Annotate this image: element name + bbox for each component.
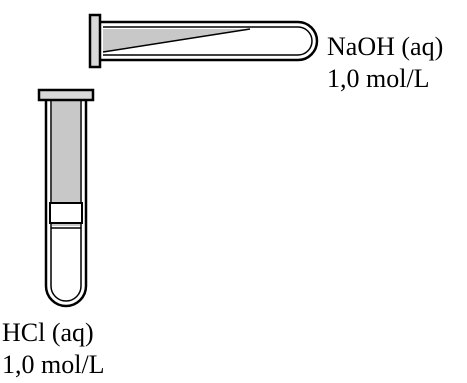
hcl-tube-rim	[37, 88, 95, 102]
naoh-tube-rim	[88, 13, 102, 69]
naoh-label: NaOH (aq) 1,0 mol/L	[327, 31, 443, 95]
hcl-test-tube	[37, 88, 95, 308]
naoh-liquid-surface	[102, 28, 251, 53]
hcl-label: HCl (aq) 1,0 mol/L	[2, 317, 105, 381]
naoh-test-tube	[88, 13, 319, 69]
hcl-meniscus-band	[49, 202, 83, 224]
hcl-label-formula: HCl (aq)	[2, 318, 94, 347]
naoh-tube-inner-wall	[103, 26, 313, 56]
naoh-label-formula: NaOH (aq)	[327, 32, 444, 61]
hcl-label-concentration: 1,0 mol/L	[2, 350, 105, 379]
hcl-tube-inner-wall	[50, 98, 82, 302]
naoh-label-concentration: 1,0 mol/L	[327, 64, 430, 93]
